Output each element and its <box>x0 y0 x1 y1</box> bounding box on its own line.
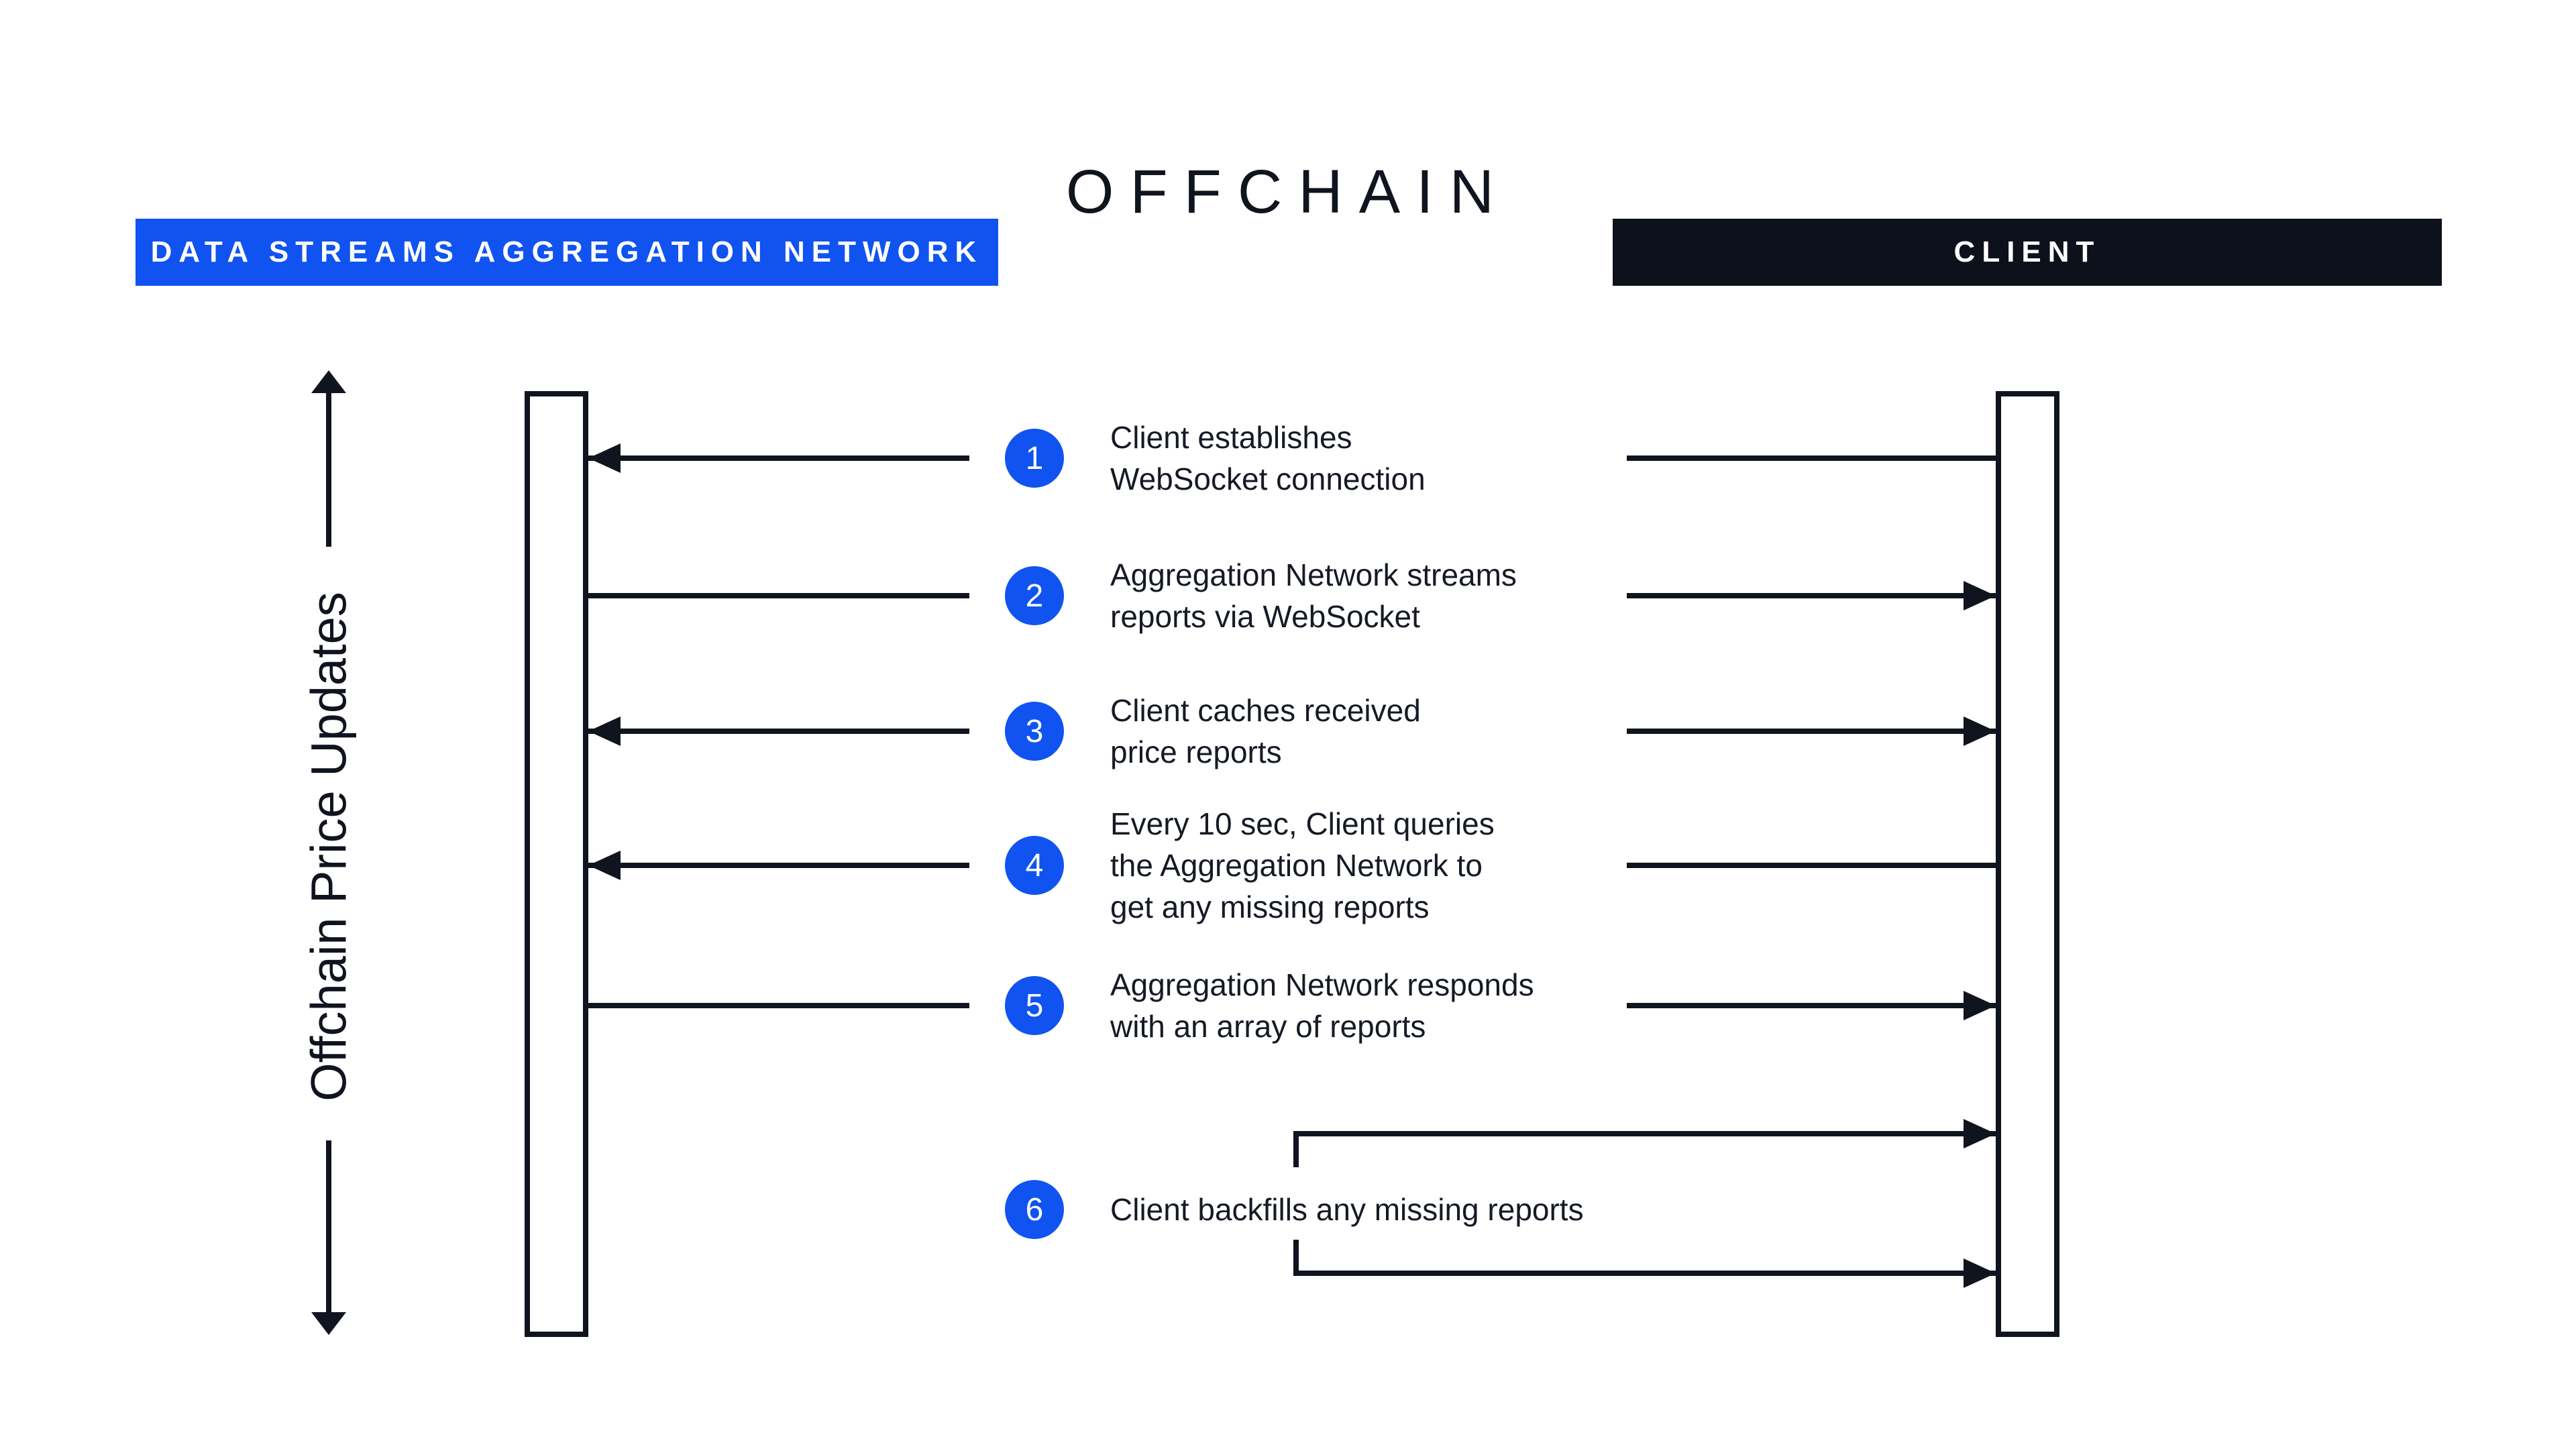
step-line: Aggregation Network streams <box>1110 557 1517 592</box>
step-description: Aggregation Network streams reports via … <box>1110 554 1517 637</box>
arrowhead-left-icon <box>588 716 621 746</box>
step-description: Aggregation Network responds with an arr… <box>1110 964 1534 1047</box>
message-line-left-1 <box>588 455 969 461</box>
step-number-badge: 6 <box>1005 1180 1064 1239</box>
message-line-right-2 <box>1627 593 1996 598</box>
axis-line-bottom <box>326 1140 331 1313</box>
aggregation-network-banner: DATA STREAMS AGGREGATION NETWORK <box>136 219 998 286</box>
arrowhead-right-icon <box>1964 716 1996 746</box>
step-description: Client establishes WebSocket connection <box>1110 417 1426 500</box>
step-number-badge: 2 <box>1005 566 1064 625</box>
step-line: Client backfills any missing reports <box>1110 1192 1584 1227</box>
message-line-left-2 <box>588 593 969 598</box>
step-line: WebSocket connection <box>1110 462 1426 496</box>
step-line: the Aggregation Network to <box>1110 848 1483 883</box>
step-line: Every 10 sec, Client queries <box>1110 806 1495 841</box>
message-line-right-3 <box>1627 729 1996 734</box>
message-line-right-1 <box>1627 455 1996 461</box>
message-line-left-4 <box>588 863 969 868</box>
backfill-stub-bottom <box>1293 1240 1299 1276</box>
step-number-badge: 4 <box>1005 836 1064 895</box>
step-line: with an array of reports <box>1110 1009 1426 1044</box>
step-number-badge: 3 <box>1005 702 1064 761</box>
step-description: Client backfills any missing reports <box>1110 1189 1584 1230</box>
backfill-line-bottom <box>1293 1271 1996 1276</box>
step-description: Client caches received price reports <box>1110 690 1421 773</box>
backfill-line-top <box>1293 1131 1996 1136</box>
axis-line-top <box>326 390 331 547</box>
step-line: Client caches received <box>1110 693 1421 728</box>
message-line-left-5 <box>588 1003 969 1008</box>
aggregation-lifeline <box>525 391 588 1337</box>
arrowhead-right-icon <box>1964 581 1996 610</box>
arrowhead-left-icon <box>588 443 621 473</box>
step-description: Every 10 sec, Client queries the Aggrega… <box>1110 803 1495 928</box>
message-line-left-3 <box>588 729 969 734</box>
message-line-right-5 <box>1627 1003 1996 1008</box>
step-line: reports via WebSocket <box>1110 599 1420 634</box>
arrowhead-left-icon <box>588 851 621 880</box>
client-banner: CLIENT <box>1613 219 2442 286</box>
step-line: Client establishes <box>1110 420 1352 455</box>
step-line: get any missing reports <box>1110 890 1430 924</box>
step-line: Aggregation Network responds <box>1110 967 1534 1002</box>
step-number-badge: 1 <box>1005 429 1064 488</box>
arrowhead-right-icon <box>1964 991 1996 1020</box>
axis-arrow-up-icon <box>311 370 346 393</box>
offchain-price-updates-label: Offchain Price Updates <box>301 592 357 1102</box>
arrowhead-right-icon <box>1964 1258 1996 1288</box>
page-title: OFFCHAIN <box>1065 158 1511 226</box>
backfill-stub-top <box>1293 1131 1299 1167</box>
arrowhead-right-icon <box>1964 1119 1996 1148</box>
message-line-right-4 <box>1627 863 1996 868</box>
axis-arrow-down-icon <box>311 1312 346 1335</box>
client-lifeline <box>1996 391 2059 1337</box>
step-line: price reports <box>1110 735 1282 769</box>
step-number-badge: 5 <box>1005 976 1064 1035</box>
